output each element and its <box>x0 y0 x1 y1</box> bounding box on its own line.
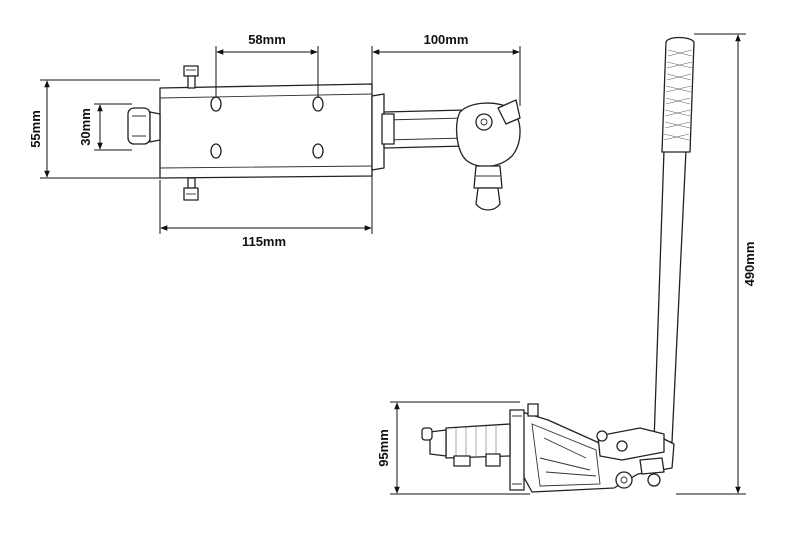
mount-hole <box>210 143 222 159</box>
dimension-95mm: 95mm <box>376 401 530 495</box>
dimension-100mm: 100mm <box>371 32 521 106</box>
master-cylinder <box>371 93 521 211</box>
dimension-490mm: 490mm <box>676 33 757 495</box>
dimension-55mm: 55mm <box>28 79 160 179</box>
dimension-label-58mm: 58mm <box>248 32 286 47</box>
mount-hole <box>312 96 324 112</box>
side-master-cylinder <box>421 403 539 491</box>
lever-base <box>519 411 675 493</box>
top-view-assembly <box>127 65 521 211</box>
dimension-label-55mm: 55mm <box>28 110 43 148</box>
inlet-fitting <box>127 107 161 145</box>
mount-hole <box>210 96 222 112</box>
dimension-115mm: 115mm <box>159 174 373 249</box>
dimension-label-30mm: 30mm <box>78 108 93 146</box>
dimension-label-100mm: 100mm <box>424 32 469 47</box>
bracket-plate <box>159 83 373 179</box>
side-view-assembly <box>421 36 695 493</box>
dimension-30mm: 30mm <box>78 103 132 151</box>
dimension-label-95mm: 95mm <box>376 429 391 467</box>
lever-shaft <box>653 149 687 443</box>
bolt-bottom <box>183 177 199 201</box>
dimension-label-490mm: 490mm <box>742 242 757 287</box>
bolt-top <box>183 65 199 89</box>
lever-grip <box>661 36 695 153</box>
mount-hole <box>312 143 324 159</box>
dimension-58mm: 58mm <box>215 32 319 98</box>
dimension-label-115mm: 115mm <box>242 234 286 249</box>
